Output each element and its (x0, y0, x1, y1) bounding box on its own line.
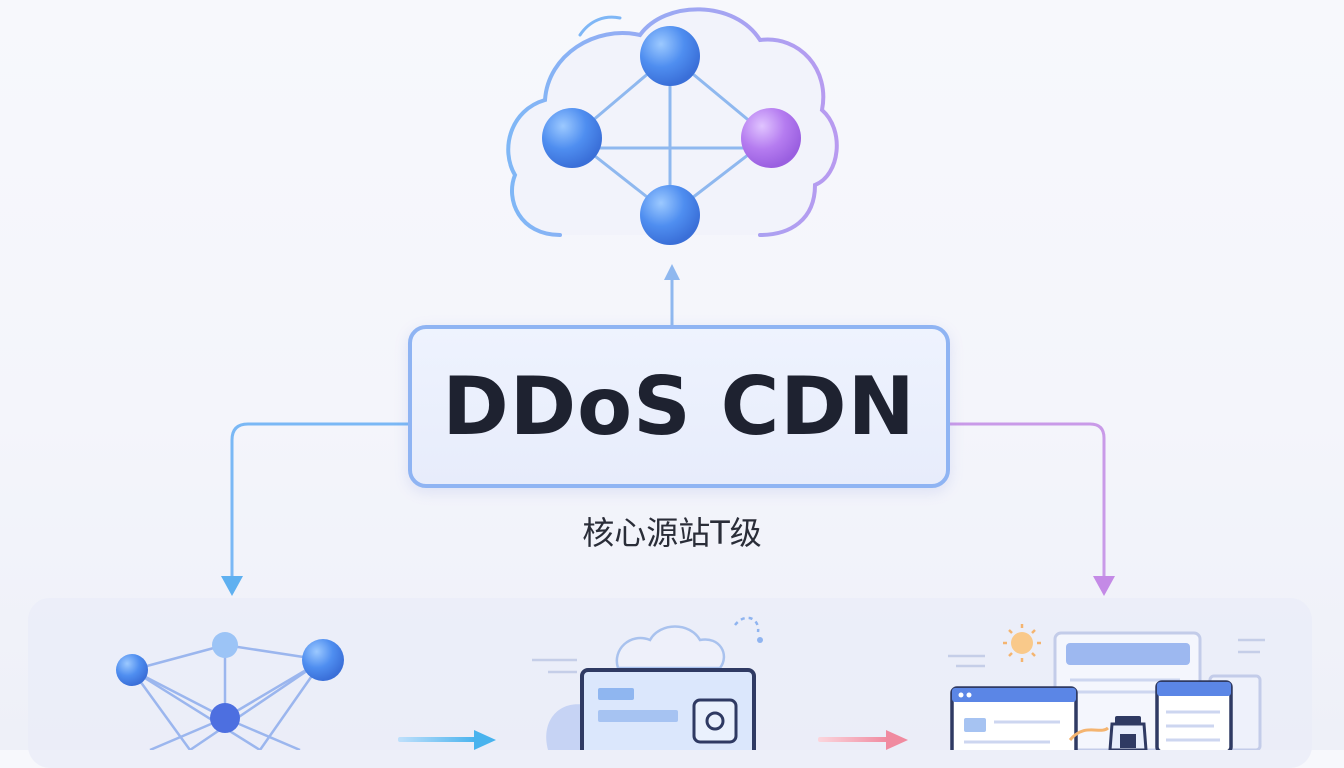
browser-windows-icon (948, 624, 1265, 750)
diagram: DDoS CDN 核心源站T级 (28, 7, 1312, 768)
diagram-graphics (116, 7, 1265, 750)
bottle-icon (1068, 716, 1148, 750)
left-connector (221, 422, 408, 596)
node-bottom (640, 185, 700, 245)
arrow-pink (818, 730, 908, 750)
node-top (640, 26, 700, 86)
right-connector (950, 422, 1115, 596)
monitor-cloud-icon (532, 616, 763, 750)
title-box: DDoS CDN (408, 325, 950, 488)
subtitle: 核心源站T级 (582, 514, 762, 552)
node-left (542, 108, 602, 168)
title: DDoS CDN (442, 360, 916, 453)
sun-icon (1003, 624, 1041, 662)
up-arrow (664, 264, 680, 325)
node-right (741, 108, 801, 168)
neural-network-icon (116, 632, 344, 750)
arrow-blue (398, 730, 496, 750)
cloud-network-icon (506, 7, 839, 245)
